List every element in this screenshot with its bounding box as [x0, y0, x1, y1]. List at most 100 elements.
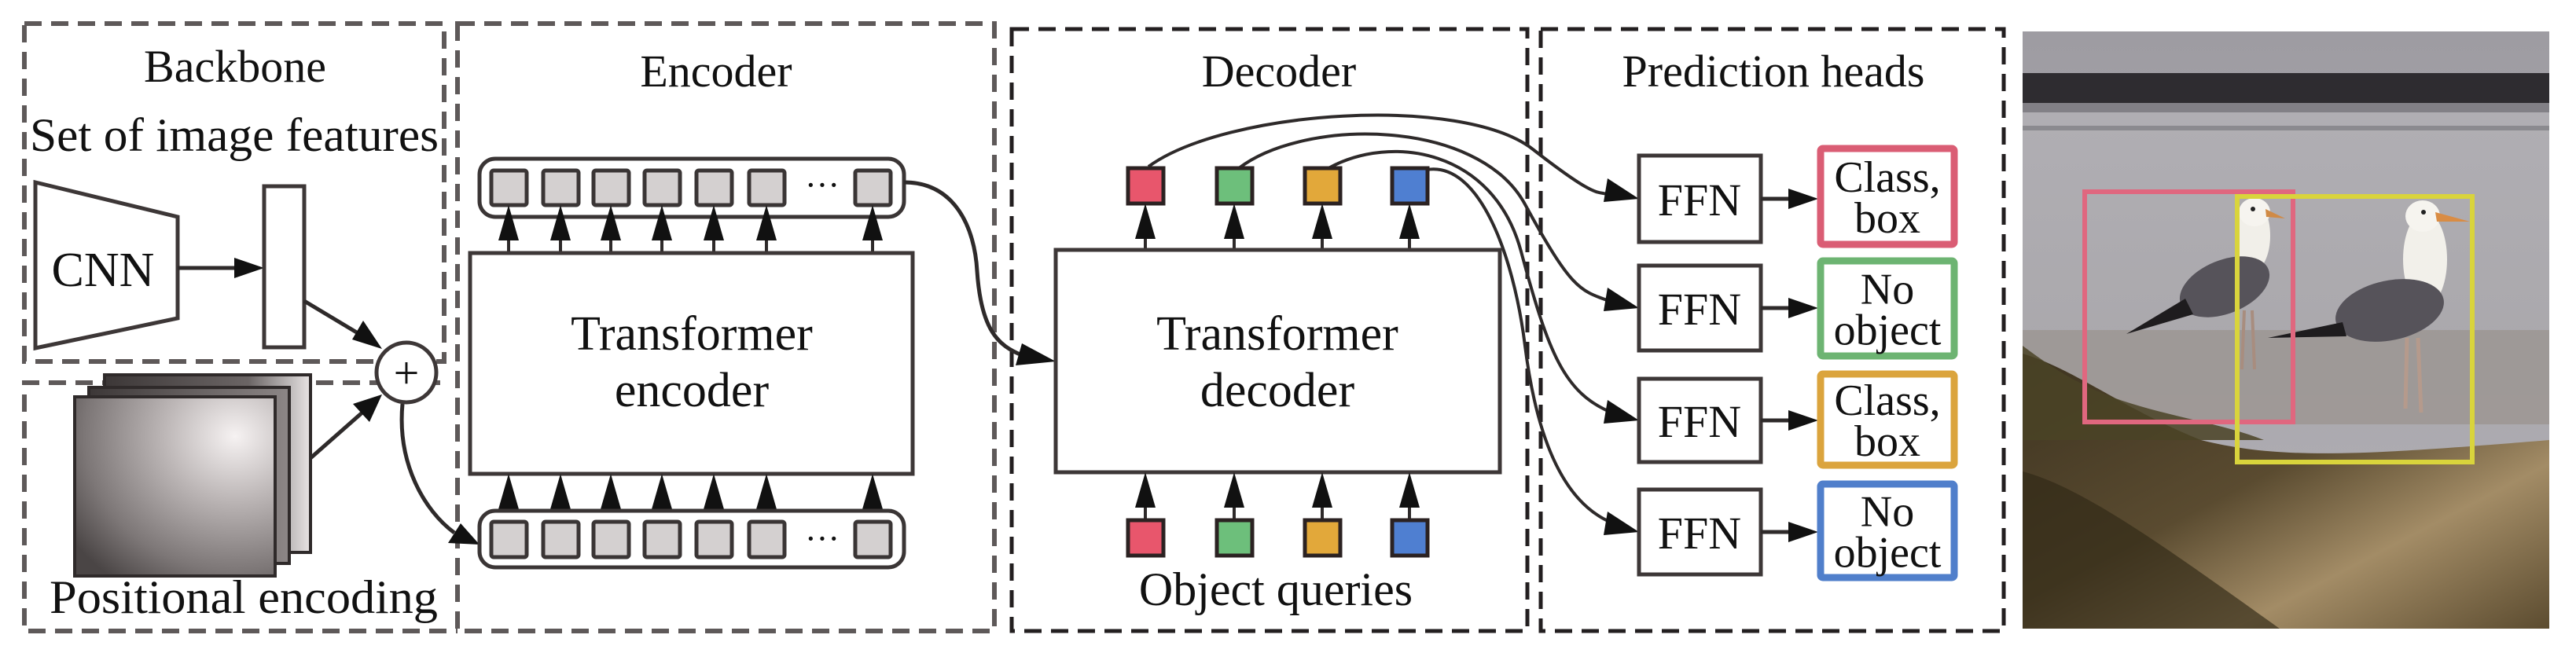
transformer-decoder-box	[1053, 248, 1502, 475]
encoder-input-ellipsis: ···	[805, 519, 840, 558]
query-to-ffn-curve-2	[1237, 132, 1612, 303]
query-to-ffn-curve-4	[1426, 167, 1612, 524]
output-embedding-3	[1303, 166, 1343, 206]
encoder-output-arrow-arrowhead	[601, 205, 621, 240]
backbone-section: Backbone Set of image features CNN +	[30, 41, 439, 405]
encoder-output-ellipsis: ···	[805, 166, 840, 204]
ffn-output-arrowhead	[1788, 298, 1818, 318]
ffn-input-arrowhead	[1604, 512, 1639, 535]
prediction-output-line1: No	[1861, 266, 1914, 314]
prediction-output-box	[1817, 370, 1958, 469]
bird-1	[2126, 198, 2285, 370]
heads-frame	[1538, 27, 2006, 633]
photo-ground-shadow	[2023, 471, 2280, 629]
encoder-input-arrow-arrowhead	[756, 474, 777, 509]
photo-thin-wave	[2023, 126, 2549, 130]
query-to-ffn-curve-3	[1328, 149, 1612, 414]
output-embedding-4	[1390, 166, 1430, 206]
object-query-arrow-arrowhead	[1312, 472, 1332, 508]
encoder-input-arrow-arrowhead	[601, 474, 621, 509]
decoder-output-arrow-arrowhead	[1224, 204, 1244, 239]
object-query-1	[1126, 518, 1166, 558]
object-query-arrow-arrowhead	[1224, 472, 1244, 508]
plus-icon: +	[394, 347, 420, 398]
encoder-output-arrow-arrowhead	[756, 205, 777, 240]
object-query-arrows	[1135, 472, 1420, 520]
encoder-input-arrow-arrowhead	[862, 474, 883, 509]
decoder-output-embeddings	[1126, 166, 1430, 206]
object-query-3	[1303, 518, 1343, 558]
decoder-box-line1: Transformer	[1156, 307, 1398, 361]
features-to-sum-line	[303, 299, 365, 339]
encoder-output-arrow-arrowhead	[862, 205, 883, 240]
features-to-sum-arrowhead	[352, 321, 382, 349]
encoder-to-decoder-arrowhead	[1016, 343, 1056, 365]
cnn-label: CNN	[52, 244, 155, 297]
encoder-output-arrow-arrowhead	[704, 205, 724, 240]
positional-label: Positional encoding	[50, 571, 438, 623]
decoder-output-arrows	[1135, 204, 1420, 250]
encoder-input-arrow-arrowhead	[550, 474, 571, 509]
encoder-box-line1: Transformer	[571, 307, 813, 361]
encoder-output-arrow-arrowhead	[652, 205, 672, 240]
ffn-label: FFN	[1658, 284, 1741, 335]
encoder-input-token	[489, 519, 529, 559]
encoder-input-token	[853, 519, 893, 559]
pe-plane-front	[73, 395, 277, 578]
section-frames	[22, 21, 2006, 633]
positional-frame	[22, 380, 458, 633]
image-features-block	[262, 184, 307, 350]
photo-dark-wave	[2023, 73, 2549, 103]
object-query-2	[1215, 518, 1255, 558]
encoder-output-token	[541, 168, 581, 207]
ffn-input-arrowhead	[1604, 178, 1639, 202]
encoder-input-arrow-arrowhead	[498, 474, 519, 509]
heads-title: Prediction heads	[1622, 46, 1925, 97]
cnn-trapezoid	[33, 179, 180, 351]
sum-to-encoder-arrowhead	[448, 523, 480, 545]
object-query-arrow-arrowhead	[1135, 472, 1156, 508]
sum-to-encoder-curve	[399, 403, 456, 535]
decoder-output-arrow-arrowhead	[1399, 204, 1420, 239]
object-query-arrow-arrowhead	[1399, 472, 1420, 508]
ffn-input-arrowhead	[1604, 400, 1639, 424]
output-embedding-2	[1215, 166, 1255, 206]
transformer-encoder-box	[468, 251, 915, 476]
encoder-input-token	[591, 519, 631, 559]
encoder-input-token	[694, 519, 734, 559]
encoder-output-row	[477, 156, 906, 219]
object-query-4	[1390, 518, 1430, 558]
encoder-output-token	[694, 168, 734, 207]
ffn-input-arrowhead	[1604, 288, 1639, 311]
ffn-output-arrowhead	[1788, 189, 1818, 209]
ffn-output-arrowhead	[1788, 410, 1818, 431]
ffn-label: FFN	[1658, 396, 1741, 447]
cnn-to-features-arrowhead	[234, 258, 264, 278]
encoder-section: Encoder ··· Transformer encoder ···	[468, 46, 1056, 570]
encoder-output-token	[642, 168, 682, 207]
encoder-output-arrows	[498, 205, 883, 253]
encoder-input-tokens	[489, 519, 893, 559]
decoder-output-arrow-arrowhead	[1312, 204, 1332, 239]
decoder-section: Decoder Transformer decoder Object queri…	[1053, 46, 1612, 615]
prediction-output-box	[1817, 145, 1958, 248]
encoder-output-arrow-arrowhead	[498, 205, 519, 240]
pe-to-sum-arrowhead	[353, 394, 382, 422]
prediction-output-line1: No	[1861, 488, 1914, 537]
object-queries	[1126, 518, 1430, 558]
prediction-output-line1: Class,	[1834, 153, 1940, 202]
query-to-ffn-curve-1	[1147, 113, 1612, 197]
prediction-output-line2: object	[1834, 306, 1942, 355]
object-queries-label: Object queries	[1139, 563, 1413, 615]
photo-wave-soft	[2023, 103, 2549, 112]
backbone-title: Backbone	[144, 41, 326, 92]
encoder-box-line2: encoder	[615, 364, 770, 417]
ffn-box	[1637, 263, 1763, 353]
prediction-output-box	[1817, 257, 1958, 360]
decoder-to-heads-curves	[1147, 113, 1612, 524]
encoder-input-row	[477, 508, 906, 570]
encoder-output-tokens	[489, 168, 893, 207]
